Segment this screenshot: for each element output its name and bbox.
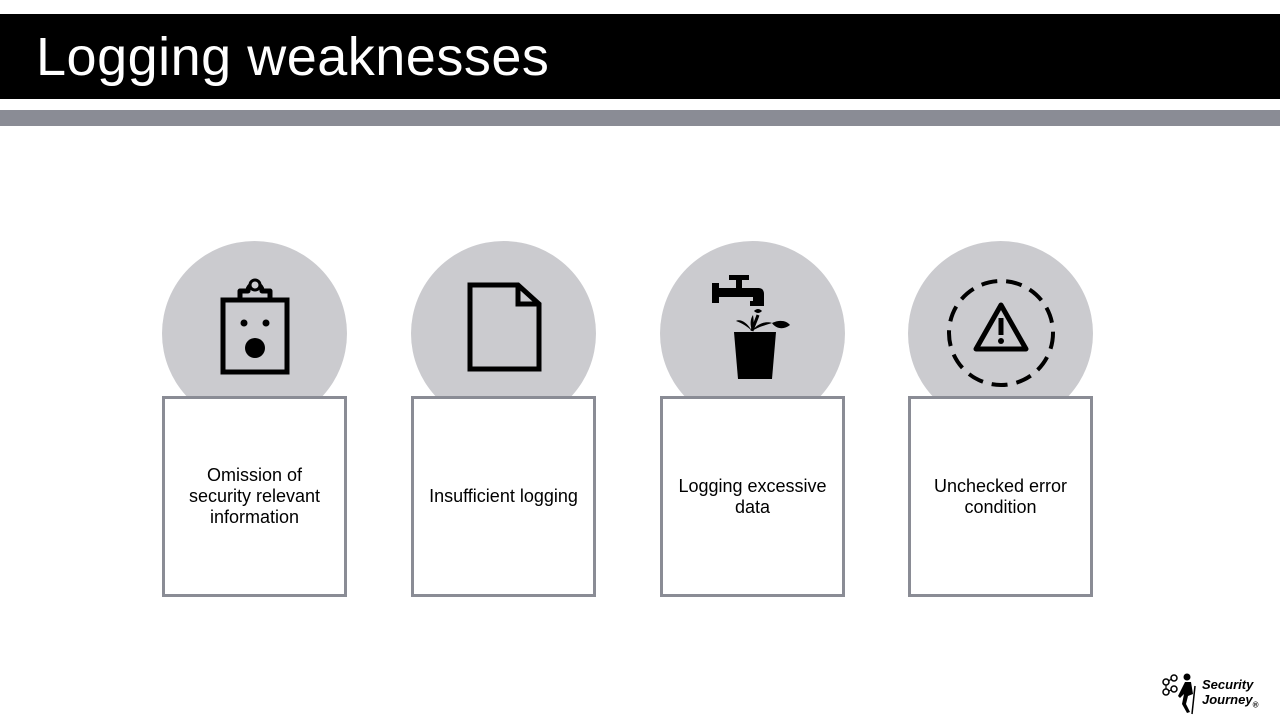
card-label-box: Insufficient logging — [411, 396, 596, 597]
icon-circle — [411, 241, 596, 426]
warning-triangle-icon — [947, 279, 1055, 387]
page-title: Logging weaknesses — [36, 27, 550, 87]
card-label-box: Logging excessive data — [660, 396, 845, 597]
card-label: Logging excessive data — [678, 475, 827, 517]
card-label-box: Unchecked error condition — [908, 396, 1093, 597]
blank-document-icon — [467, 282, 542, 372]
card-unchecked: Unchecked error condition — [908, 241, 1093, 597]
card-excessive: Logging excessive data — [660, 241, 845, 597]
faucet-plant-icon — [712, 275, 790, 379]
title-bar: Logging weaknesses — [0, 14, 1280, 99]
registered-mark: ® — [1252, 700, 1259, 710]
security-journey-logo: Security Journey® — [1160, 672, 1270, 716]
card-label-box: Omission of security relevant informatio… — [162, 396, 347, 597]
logo-text: Security Journey® — [1202, 677, 1258, 713]
card-insufficient: Insufficient logging — [411, 241, 596, 597]
logo-line-2: Journey® — [1202, 692, 1259, 710]
logo-line-1: Security — [1202, 677, 1254, 692]
card-label: Omission of security relevant informatio… — [188, 465, 321, 527]
icon-circle — [162, 241, 347, 426]
clipboard-face-icon — [220, 278, 290, 375]
hiker-logo-icon — [1162, 673, 1196, 715]
card-label: Insufficient logging — [429, 486, 578, 506]
accent-bar — [0, 110, 1280, 126]
card-omission: Omission of security relevant informatio… — [162, 241, 347, 597]
card-label: Unchecked error condition — [933, 475, 1068, 517]
